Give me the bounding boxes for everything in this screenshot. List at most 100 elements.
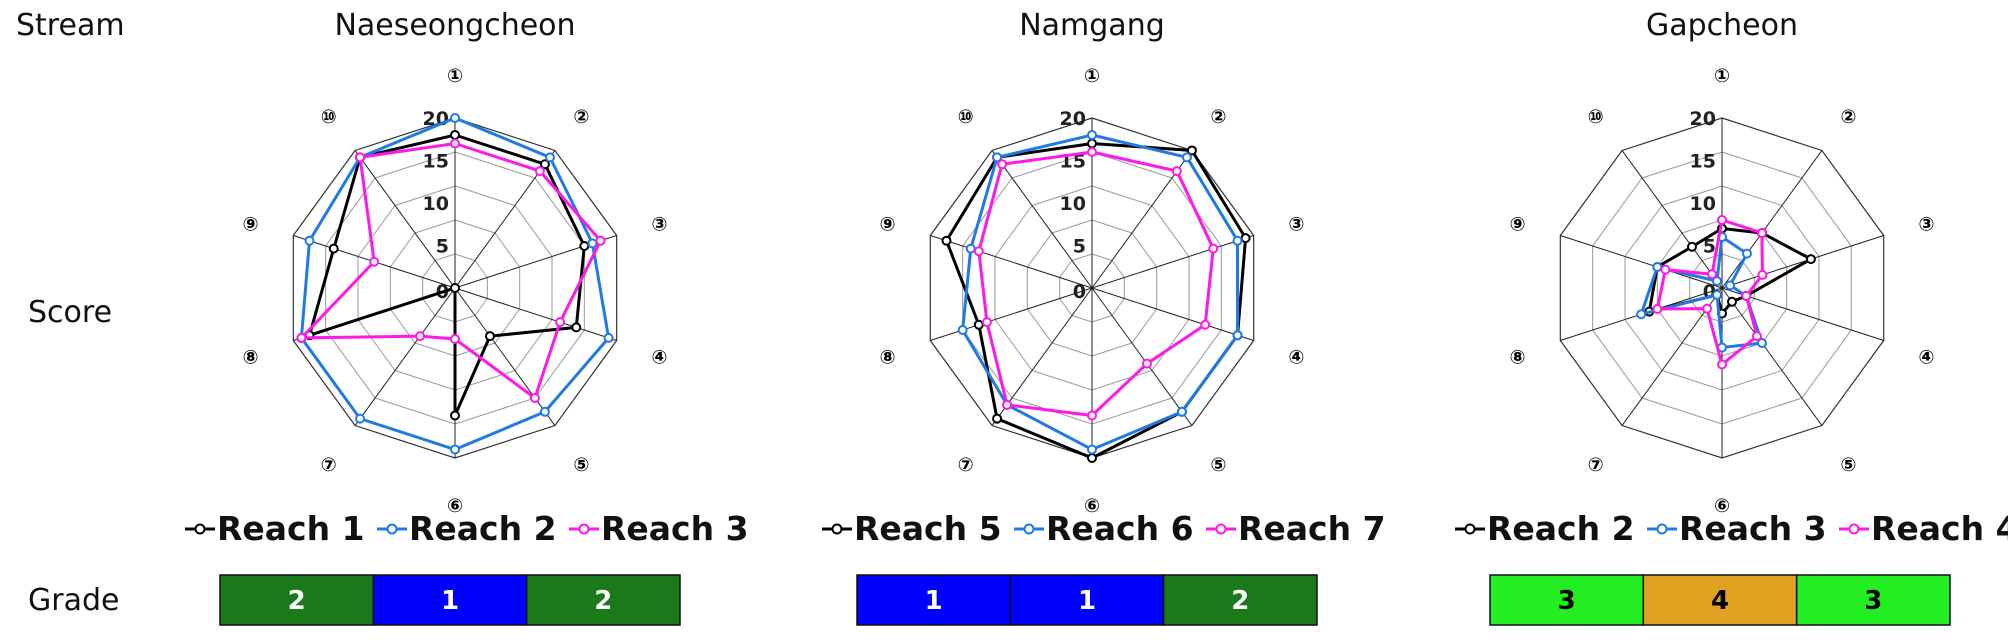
- series-point: [304, 235, 315, 246]
- row-label-score: Score: [28, 295, 112, 330]
- axis-label-6: ⑥: [1714, 495, 1730, 517]
- series-point: [534, 166, 545, 177]
- legend-label: Reach 4: [1871, 509, 2008, 548]
- grade-label: 2: [594, 586, 612, 616]
- series-point: [1712, 289, 1723, 300]
- legend-swatch-marker: [386, 523, 398, 535]
- series-point: [992, 152, 1003, 163]
- axis-label-7: ⑦: [958, 454, 974, 476]
- grade-cell: [1795, 574, 1951, 626]
- series-point: [973, 246, 984, 257]
- series-point: [544, 152, 555, 163]
- series-point: [1756, 338, 1767, 349]
- spoke-line: [1091, 287, 1254, 342]
- series-point: [1087, 453, 1097, 463]
- series-point: [1751, 331, 1762, 342]
- series-point: [1232, 330, 1243, 341]
- legend-swatch-marker: [1023, 523, 1035, 535]
- series-point: [450, 444, 460, 455]
- series-point: [1087, 410, 1097, 421]
- tick-label: 10: [1060, 193, 1086, 215]
- spoke-line: [930, 287, 1093, 342]
- grade-cell: [1489, 574, 1645, 626]
- legend-label: Reach 6: [1046, 509, 1194, 548]
- axis-label-1: ①: [1084, 65, 1100, 87]
- series-point: [965, 243, 976, 254]
- tick-label: 15: [423, 151, 449, 173]
- legend-swatch-marker: [831, 523, 843, 535]
- series-point: [1636, 309, 1647, 320]
- spoke-line: [1721, 287, 1823, 426]
- axis-label-7: ⑦: [321, 454, 337, 476]
- axis-label-1: ①: [1714, 65, 1730, 87]
- axis-label-8: ⑧: [242, 346, 258, 368]
- series-point: [296, 332, 307, 343]
- axis-label-10: ⑩: [1588, 106, 1604, 128]
- tick-label: 5: [1073, 236, 1086, 258]
- tick-label: 0: [1073, 281, 1086, 303]
- series-point: [1805, 254, 1816, 265]
- series-point: [1756, 227, 1767, 238]
- grade-cell: [525, 574, 681, 626]
- axis-label-8: ⑧: [879, 346, 895, 368]
- legend-swatch-marker: [1215, 523, 1227, 535]
- axis-label-6: ⑥: [1084, 495, 1100, 517]
- legend-label: Reach 3: [1679, 509, 1827, 548]
- series-point: [450, 113, 460, 123]
- series-point: [1702, 303, 1713, 314]
- series-point: [450, 283, 460, 293]
- spoke-line: [991, 150, 1093, 289]
- spoke-line: [454, 287, 617, 342]
- grade-label: 1: [1078, 586, 1096, 616]
- spoke-line: [454, 287, 556, 426]
- series-point: [415, 331, 426, 342]
- tick-label: 5: [436, 236, 449, 258]
- axis-label-7: ⑦: [1588, 454, 1604, 476]
- series-point: [529, 393, 540, 404]
- grade-label: 1: [441, 586, 459, 616]
- axis-label-3: ③: [651, 214, 667, 236]
- grade-cell: [856, 574, 1012, 626]
- spoke-line: [1721, 234, 1884, 289]
- series-point: [1717, 215, 1727, 225]
- series-point: [603, 332, 614, 343]
- series-point: [1757, 269, 1768, 280]
- series-point: [1208, 243, 1219, 254]
- legend-swatch-marker: [1848, 523, 1860, 535]
- spoke-line: [1091, 287, 1193, 426]
- axis-label-6: ⑥: [447, 495, 463, 517]
- series-point: [1087, 130, 1097, 140]
- series-point: [328, 243, 339, 254]
- series-point: [539, 406, 550, 417]
- axis-label-9: ⑨: [242, 214, 258, 236]
- grade-label: 2: [1231, 586, 1249, 616]
- grade-label: 1: [925, 586, 943, 616]
- series-point: [355, 152, 366, 163]
- series-point: [1741, 248, 1752, 259]
- series-point: [1176, 406, 1187, 417]
- series-point: [1726, 296, 1737, 307]
- series-point: [1200, 319, 1211, 330]
- series-point: [1087, 147, 1097, 157]
- axis-label-3: ③: [1918, 214, 1934, 236]
- series-point: [957, 325, 968, 336]
- spoke-line: [1091, 234, 1254, 289]
- series-point: [555, 317, 566, 328]
- series-point: [1087, 444, 1097, 455]
- series-point: [973, 319, 984, 330]
- grade-label: 3: [1558, 586, 1576, 616]
- series-point: [539, 159, 550, 170]
- series-point: [1186, 145, 1197, 156]
- legend-label: Reach 1: [217, 509, 365, 548]
- chart-title: Gapcheon: [1646, 8, 1798, 43]
- tick-label: 10: [1690, 193, 1716, 215]
- grade-cell: [219, 574, 375, 626]
- axis-label-2: ②: [573, 106, 589, 128]
- legend-swatch-marker: [578, 523, 590, 535]
- legend-label: Reach 7: [1238, 509, 1386, 548]
- spoke-line: [930, 234, 1093, 289]
- spoke-line: [1560, 234, 1723, 289]
